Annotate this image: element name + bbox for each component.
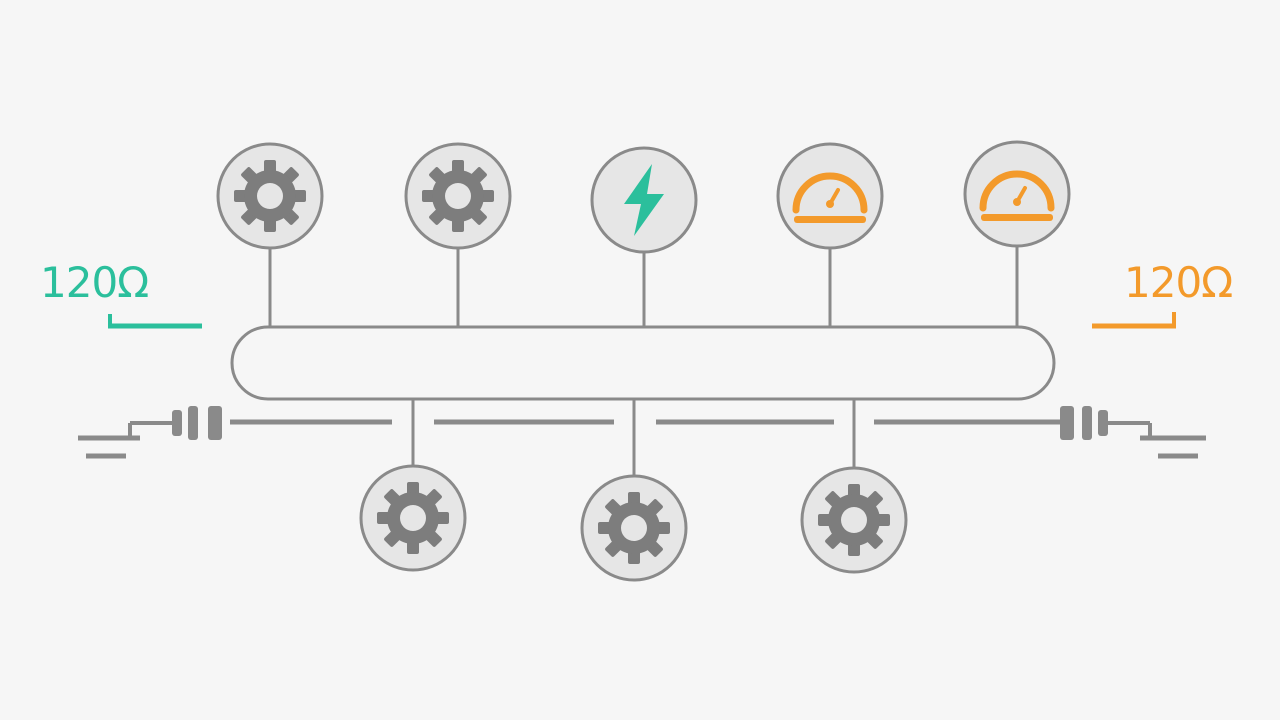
gear-icon	[598, 492, 670, 564]
node-bottom-3	[800, 466, 908, 574]
terminator-left-marker	[108, 314, 202, 329]
node-top-4	[776, 142, 884, 250]
node-top-1	[216, 142, 324, 250]
node-top-3	[590, 146, 698, 254]
node-top-2	[404, 142, 512, 250]
terminator-left-label: 120Ω	[40, 258, 149, 307]
node-bottom-2	[580, 474, 688, 582]
node-top-5	[963, 140, 1071, 248]
bus-rail	[230, 325, 1056, 401]
terminator-right-marker	[1092, 312, 1176, 329]
gear-icon	[818, 484, 890, 556]
node-bottom-1	[359, 464, 467, 572]
ground-icon	[1060, 406, 1206, 459]
gear-icon	[234, 160, 306, 232]
terminator-right-label: 120Ω	[1124, 258, 1233, 307]
gear-icon	[422, 160, 494, 232]
ground-icon	[78, 406, 222, 459]
gear-icon	[377, 482, 449, 554]
